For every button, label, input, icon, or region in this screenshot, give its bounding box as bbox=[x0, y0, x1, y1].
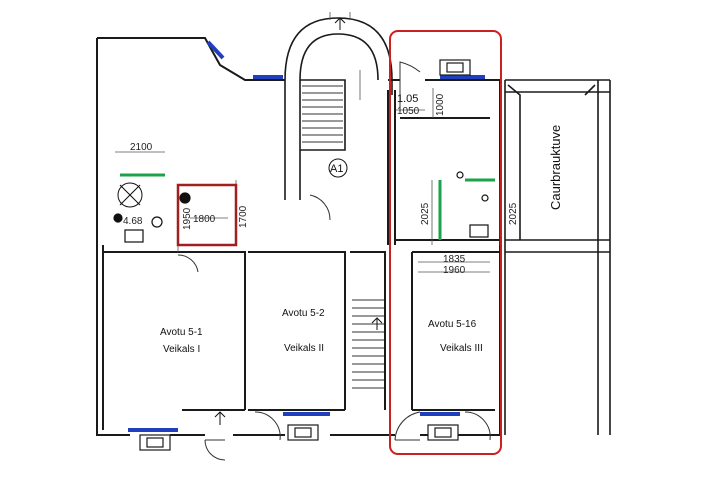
corridor-label: A1 bbox=[330, 163, 343, 175]
unit-name: Veikals II bbox=[284, 343, 324, 354]
shower-icon bbox=[117, 182, 143, 208]
dim-wc-depth: 1950 bbox=[182, 207, 193, 230]
windows bbox=[128, 40, 485, 432]
room-code: 1.05 bbox=[397, 93, 418, 105]
dim-wc2-inner: 1835 bbox=[443, 254, 466, 265]
arrows bbox=[214, 17, 383, 425]
dim-wc2-right: 2025 bbox=[508, 202, 519, 225]
dimension-labels: 2100 1950 1800 1700 4.68 1050 1000 2025 … bbox=[123, 93, 519, 276]
wc-outline bbox=[176, 183, 238, 247]
corridor-marker bbox=[328, 158, 348, 178]
dim-wc-inner: 1800 bbox=[193, 214, 216, 225]
unit-labels: Avotu 5-1 Veikals I Avotu 5-2 Veikals II… bbox=[160, 308, 483, 355]
toilet-icon bbox=[113, 171, 489, 243]
side-label: Caurbrauktuve bbox=[548, 125, 563, 210]
unit-name: Veikals I bbox=[163, 344, 200, 355]
green-doors bbox=[120, 173, 495, 240]
dim-wc-width: 2100 bbox=[130, 142, 153, 153]
door-swings bbox=[177, 61, 491, 461]
dim-room-width: 1050 bbox=[397, 106, 420, 117]
stair-treads bbox=[302, 85, 343, 143]
corridor-stairs bbox=[352, 299, 384, 389]
unit-code: Avotu 5-16 bbox=[428, 319, 477, 330]
unit-code: Avotu 5-1 bbox=[160, 327, 203, 338]
dim-wc-height: 1700 bbox=[238, 205, 249, 228]
dim-wc2-outer: 1960 bbox=[443, 265, 466, 276]
dim-level: 4.68 bbox=[123, 216, 143, 227]
stair-tower bbox=[284, 17, 393, 200]
dim-room-depth: 1000 bbox=[435, 93, 446, 116]
drive-through-structure bbox=[504, 79, 611, 435]
radiators bbox=[139, 59, 471, 451]
dim-wc2-left: 2025 bbox=[420, 202, 431, 225]
highlight-frame bbox=[389, 30, 502, 455]
unit-code: Avotu 5-2 bbox=[282, 308, 325, 319]
unit-name: Veikals III bbox=[440, 343, 483, 354]
